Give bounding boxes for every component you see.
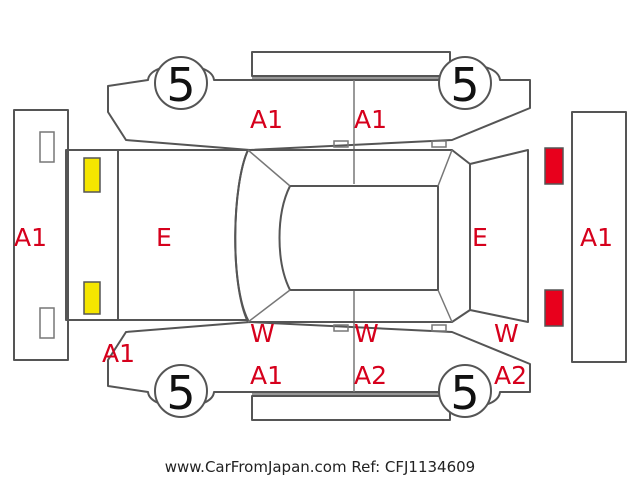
rear-bumper <box>571 111 627 363</box>
code-bottom-rear-door-w: W <box>354 319 379 348</box>
cabin-roof <box>234 149 471 323</box>
code-hood: E <box>156 223 172 252</box>
code-bottom-rear-door: A2 <box>354 361 387 390</box>
tyre-rear-right: 5 <box>438 364 492 420</box>
rear-light-bottom <box>544 289 564 327</box>
tyre-front-right: 5 <box>154 364 208 420</box>
front-light-bottom <box>83 281 101 315</box>
tyre-rear-left-grade: 5 <box>450 58 479 112</box>
tyre-front-left: 5 <box>154 56 208 112</box>
footer-reference: www.CarFromJapan.com Ref: CFJ1134609 <box>165 458 475 476</box>
tyre-front-left-grade: 5 <box>166 58 195 112</box>
front-light-top <box>83 157 101 193</box>
code-bottom-front-door: A1 <box>250 361 283 390</box>
code-rear-bumper: A1 <box>580 223 613 252</box>
code-top-front-door: A1 <box>250 105 283 134</box>
tyre-rear-right-grade: 5 <box>450 366 479 420</box>
code-front-bumper: A1 <box>14 223 47 252</box>
tyre-rear-left: 5 <box>438 56 492 112</box>
rear-light-top <box>544 147 564 185</box>
code-rear-quarter-w: W <box>494 319 519 348</box>
front-bumper <box>13 109 69 361</box>
code-trunk: E <box>472 223 488 252</box>
code-rear-quarter: A2 <box>494 361 527 390</box>
code-front-wing-lower: A1 <box>102 339 135 368</box>
tyre-front-right-grade: 5 <box>166 366 195 420</box>
trunk-panel <box>469 149 529 323</box>
code-top-rear-door: A1 <box>354 105 387 134</box>
code-bottom-front-door-w: W <box>250 319 275 348</box>
